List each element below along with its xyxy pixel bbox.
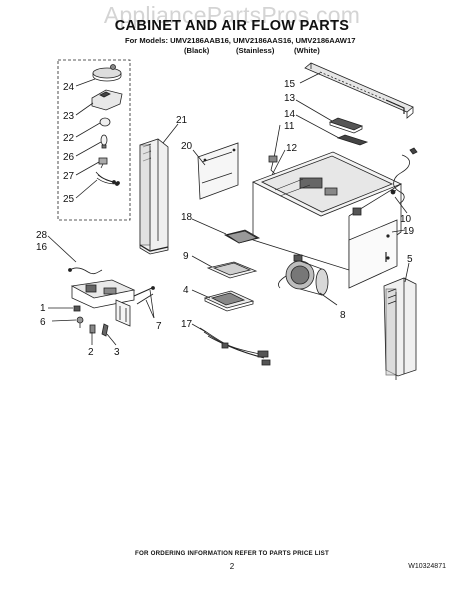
finish-black: (Black) bbox=[184, 46, 210, 55]
part-7-bracket-assembly bbox=[70, 279, 155, 327]
leader-14 bbox=[295, 114, 340, 139]
callout-25: 25 bbox=[63, 194, 75, 205]
leader-21 bbox=[162, 123, 179, 144]
models-line: For Models: UMV2186AAB16, UMV2186AAS16, … bbox=[125, 36, 356, 45]
part-2-fastener bbox=[89, 324, 96, 334]
part-4-filter bbox=[203, 290, 255, 312]
callout-3: 3 bbox=[114, 347, 120, 358]
callout-11: 11 bbox=[284, 121, 295, 132]
callout-18: 18 bbox=[181, 212, 193, 223]
leader-28 bbox=[47, 235, 77, 263]
callout-22: 22 bbox=[63, 133, 75, 144]
part-27-socket bbox=[98, 157, 108, 169]
leader-18 bbox=[191, 218, 227, 235]
callout-23: 23 bbox=[63, 111, 75, 122]
callout-1: 1 bbox=[40, 303, 46, 314]
leader-24 bbox=[75, 78, 96, 87]
ordering-info-footer: FOR ORDERING INFORMATION REFER TO PARTS … bbox=[135, 550, 329, 557]
leader-8 bbox=[319, 292, 338, 306]
leader-17 bbox=[191, 323, 207, 333]
part-16-wire bbox=[68, 267, 103, 275]
part-8-blower bbox=[278, 254, 329, 296]
leader-22 bbox=[75, 122, 101, 138]
callout-19: 19 bbox=[403, 226, 415, 237]
callout-12: 12 bbox=[286, 143, 298, 154]
leader-6 bbox=[51, 319, 77, 322]
callout-4: 4 bbox=[183, 285, 189, 296]
part-20-panel bbox=[197, 142, 239, 200]
callout-14: 14 bbox=[284, 109, 296, 120]
callout-20: 20 bbox=[181, 141, 193, 152]
leader-12 bbox=[271, 149, 286, 176]
part-14-damper bbox=[336, 134, 369, 146]
leader-20 bbox=[192, 149, 206, 166]
finish-stainless: (Stainless) bbox=[236, 46, 275, 55]
callout-6: 6 bbox=[40, 317, 46, 328]
callout-27: 27 bbox=[63, 171, 75, 182]
callout-8: 8 bbox=[340, 310, 346, 321]
callout-7: 7 bbox=[156, 321, 162, 332]
leader-9 bbox=[191, 255, 213, 268]
leader-3 bbox=[106, 333, 117, 346]
leader-23 bbox=[75, 102, 94, 116]
callout-5: 5 bbox=[407, 254, 413, 265]
part-17-harness bbox=[199, 327, 271, 366]
part-21-left-grille bbox=[139, 138, 169, 255]
leader-4 bbox=[191, 289, 211, 299]
part-13-damper bbox=[328, 117, 364, 134]
leader-26 bbox=[75, 141, 102, 157]
leader-10 bbox=[394, 196, 408, 214]
part-5-right-grille bbox=[383, 277, 417, 380]
part-11-switch bbox=[268, 155, 278, 175]
page-number: 2 bbox=[229, 562, 235, 571]
part-24-knob bbox=[92, 64, 122, 82]
kit-dashed-box bbox=[57, 59, 131, 221]
part-25-harness bbox=[95, 171, 120, 186]
leader-13 bbox=[295, 99, 333, 122]
leader-7b bbox=[145, 299, 155, 319]
part-19-side-panel bbox=[348, 219, 398, 289]
part-18-filter bbox=[223, 229, 261, 244]
callout-26: 26 bbox=[63, 152, 75, 163]
callout-21: 21 bbox=[176, 115, 188, 126]
part-3-clip bbox=[101, 323, 109, 337]
part-10-harness bbox=[390, 147, 418, 204]
part-1-spacer bbox=[73, 305, 81, 312]
part-23-latch bbox=[91, 89, 123, 111]
leader-27 bbox=[75, 161, 100, 176]
part-6-screw bbox=[76, 316, 84, 328]
leader-19 bbox=[391, 229, 406, 233]
callout-28: 28 bbox=[36, 230, 48, 241]
callout-24: 24 bbox=[63, 82, 75, 93]
callout-16: 16 bbox=[36, 242, 48, 253]
callout-10: 10 bbox=[400, 214, 412, 225]
callout-15: 15 bbox=[284, 79, 296, 90]
leader-11 bbox=[273, 124, 281, 159]
part-15-vent-rail bbox=[304, 62, 414, 119]
part-26-bulb bbox=[100, 134, 108, 149]
part-22-lens bbox=[99, 117, 111, 127]
leader-7a bbox=[149, 289, 155, 319]
part-9-pad bbox=[206, 261, 258, 279]
callout-13: 13 bbox=[284, 93, 296, 104]
watermark: AppliancePartsPros.com bbox=[103, 2, 361, 28]
document-number: W10324871 bbox=[408, 563, 446, 570]
callout-17: 17 bbox=[181, 319, 193, 330]
page-title: CABINET AND AIR FLOW PARTS bbox=[114, 18, 350, 34]
callout-9: 9 bbox=[183, 251, 189, 262]
leader-15 bbox=[299, 72, 321, 84]
finish-white: (White) bbox=[294, 46, 320, 55]
leader-25 bbox=[75, 179, 98, 199]
part-12-cabinet bbox=[252, 151, 403, 271]
callout-2: 2 bbox=[88, 347, 94, 358]
leader-5 bbox=[404, 262, 410, 283]
